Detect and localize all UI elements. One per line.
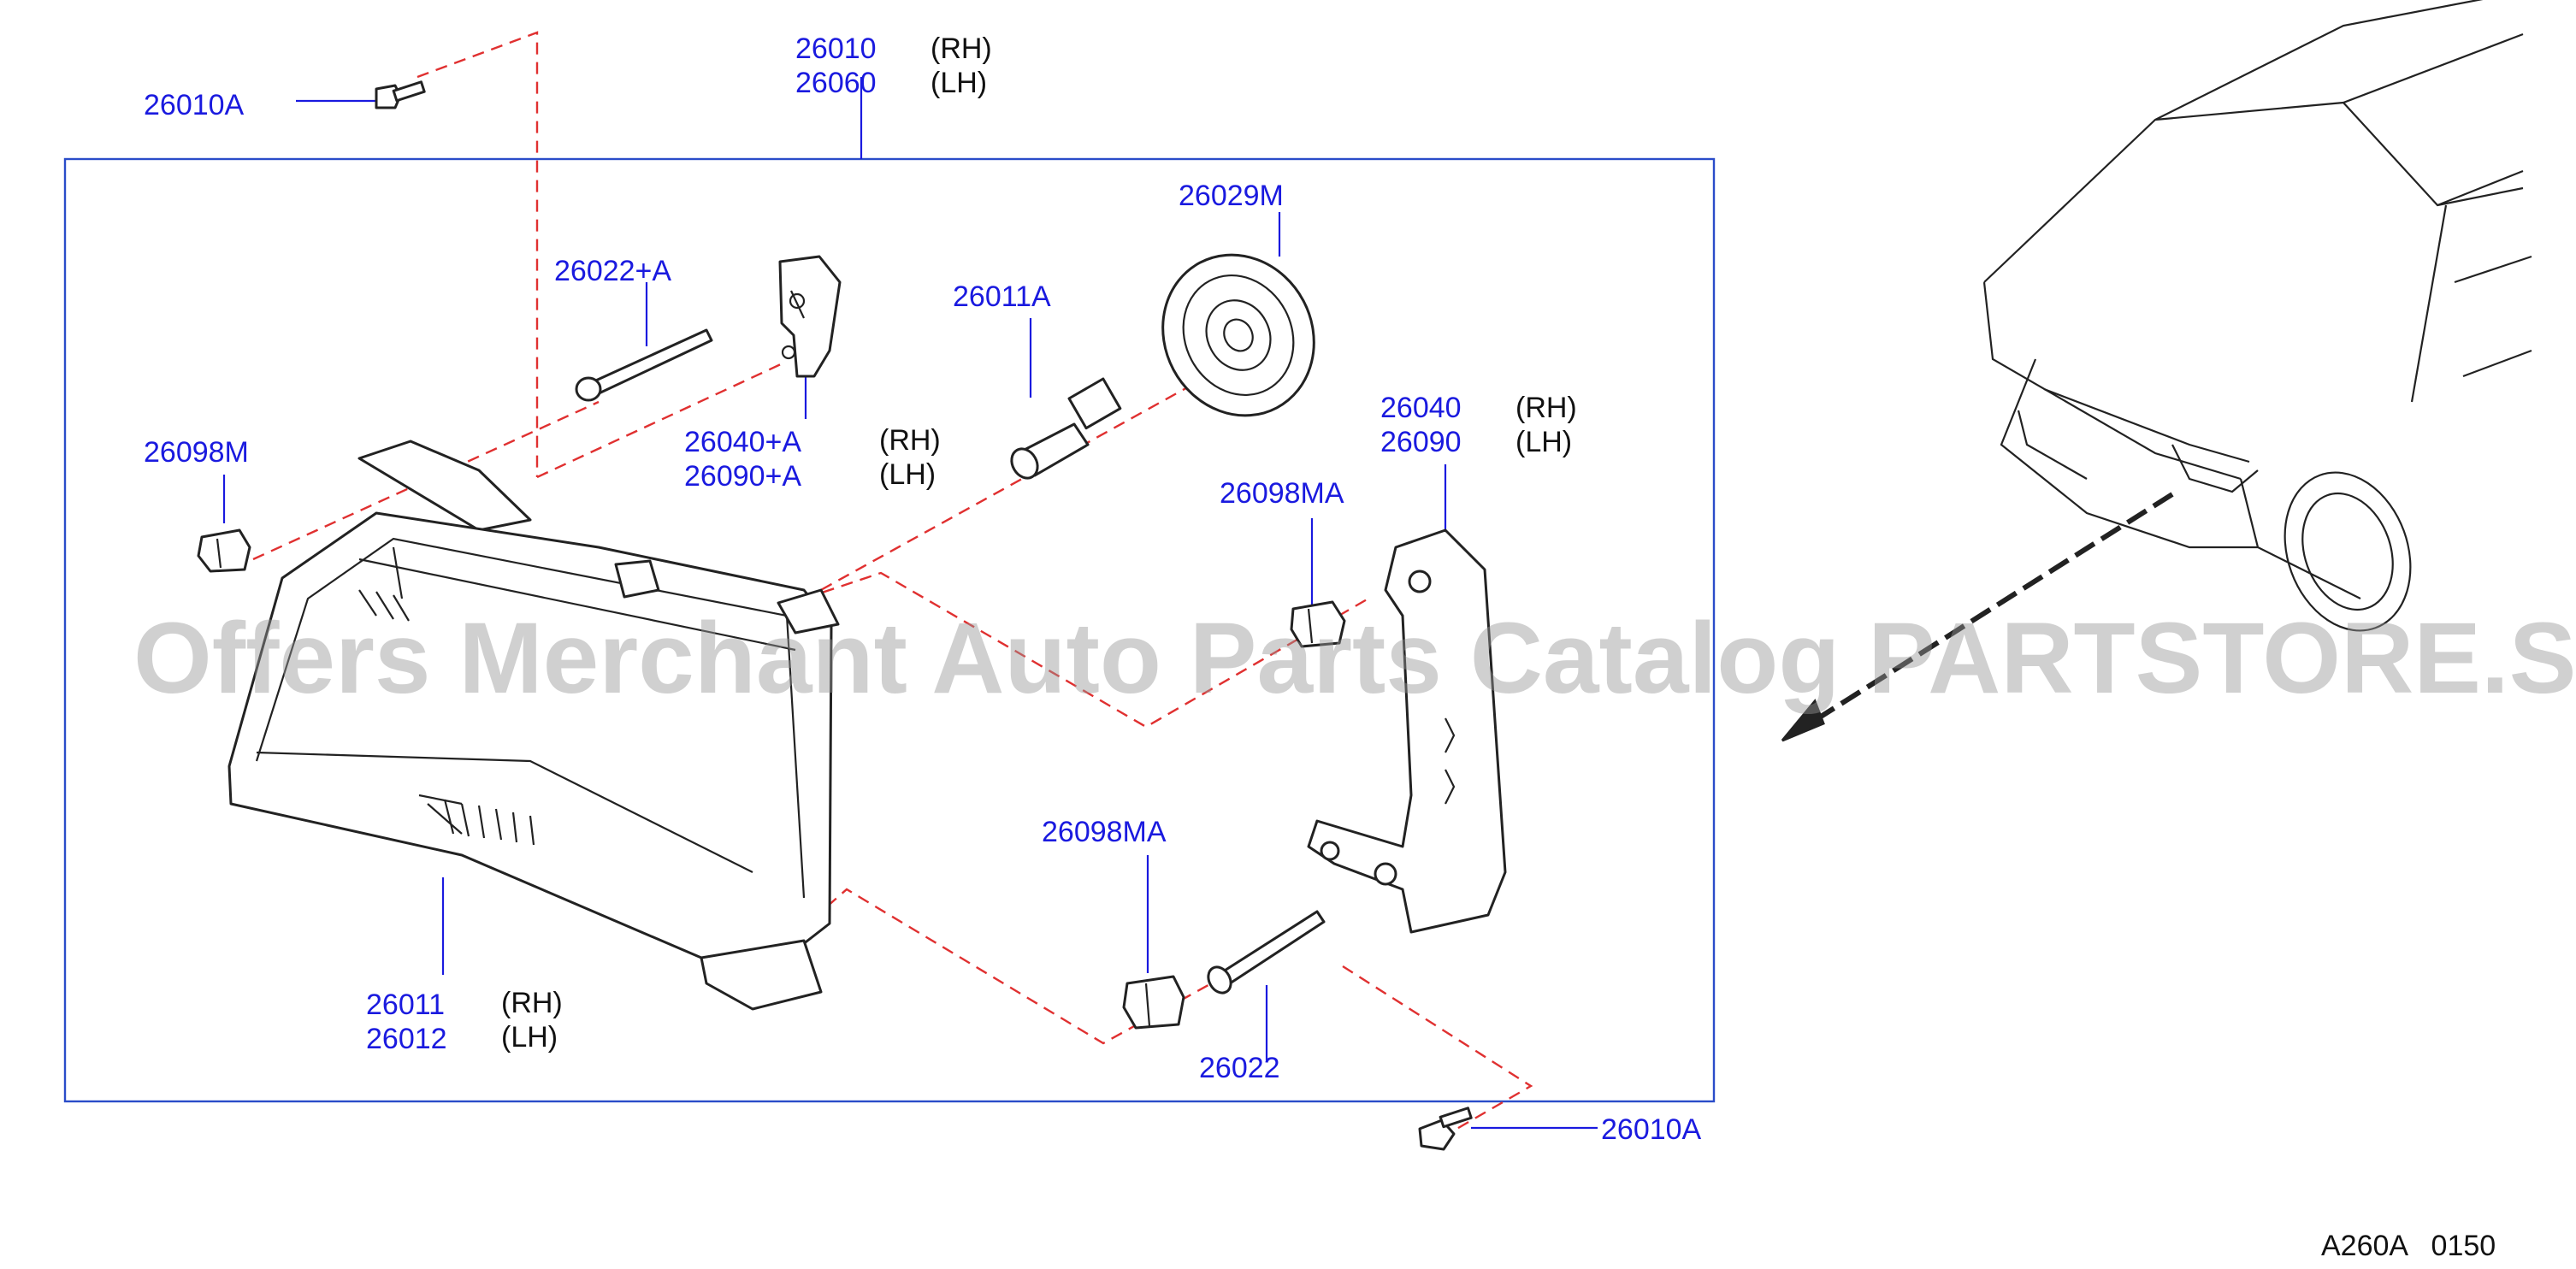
label-housing-lh-side: (LH) (931, 67, 987, 99)
leader-lines (222, 77, 1598, 1130)
label-adjust-screw: 26022+A (554, 255, 671, 287)
mounting-bracket-part (1307, 528, 1507, 934)
label-lamp-rh-side: (RH) (501, 987, 563, 1019)
clip-left-part (197, 528, 251, 573)
label-clip-left: 26098M (144, 436, 249, 469)
bulb-part (1010, 377, 1122, 480)
watermark: Offers Merchant Auto Parts Catalog PARTS… (133, 602, 2576, 715)
label-lamp-lh-pn: 26012 (366, 1023, 447, 1055)
label-socket-cap: 26029M (1179, 180, 1284, 212)
adjust-screw-part (575, 328, 713, 402)
label-bolt-top: 26010A (144, 89, 245, 121)
label-bolt-bottom: 26010A (1601, 1113, 1702, 1146)
label-small-bracket-rh-pn: 26040+A (684, 426, 801, 458)
label-housing-rh-pn: 26010 (795, 32, 877, 65)
label-lamp-rh-pn: 26011 (366, 989, 445, 1021)
label-clip-mid: 26098MA (1220, 477, 1344, 510)
label-small-bracket-lh-side: (LH) (879, 458, 936, 491)
vehicle-outline (1982, 0, 2532, 632)
socket-cap-part (1161, 253, 1315, 417)
label-small-bracket-lh-pn: 26090+A (684, 460, 801, 493)
clip-low-part (1122, 975, 1185, 1030)
label-bulb: 26011A (953, 280, 1051, 313)
label-bracket-rh-side: (RH) (1515, 392, 1577, 424)
label-lamp-lh-side: (LH) (501, 1021, 558, 1054)
headlamp-part (227, 440, 840, 1011)
label-screw-long: 26022 (1199, 1052, 1280, 1084)
label-housing-lh-pn: 26060 (795, 67, 877, 99)
clip-mid-part (1290, 600, 1346, 648)
diagram-reference: A260A 0150 (2321, 1230, 2496, 1262)
label-bracket-rh-pn: 26040 (1380, 392, 1462, 424)
long-screw-part (1207, 910, 1326, 995)
location-arrow (1781, 492, 2174, 742)
assembly-frame (63, 157, 1716, 1103)
label-bracket-lh-pn: 26090 (1380, 426, 1462, 458)
small-bracket-part (778, 255, 842, 378)
label-clip-low: 26098MA (1042, 816, 1167, 848)
label-bracket-lh-side: (LH) (1515, 426, 1572, 458)
part-labels: 26010 (RH) 26060 (LH) 26010A 26022+A 260… (144, 32, 1702, 1146)
bolt-top-part (375, 80, 426, 109)
label-small-bracket-rh-side: (RH) (879, 424, 941, 457)
bolt-bottom-part (1418, 1107, 1473, 1151)
label-housing-rh-side: (RH) (931, 32, 992, 65)
